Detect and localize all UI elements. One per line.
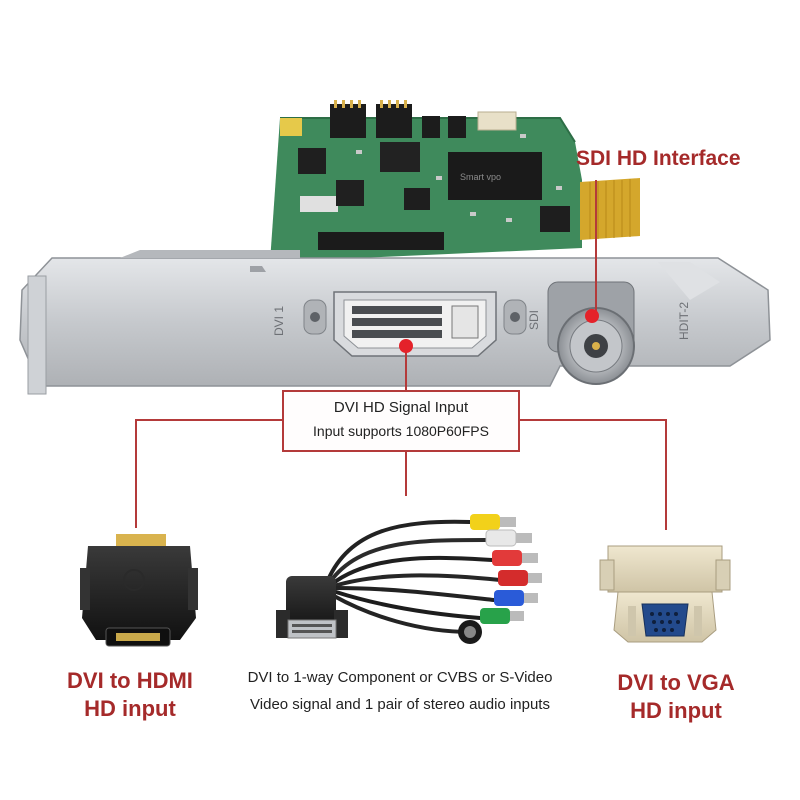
dvi-port xyxy=(303,291,527,357)
chip-marking: Smart vpo xyxy=(460,172,501,182)
callout-lines xyxy=(135,180,667,530)
sdi-interface-label: SDI HD Interface xyxy=(576,147,741,170)
hdmi-adapter-label-line2: HD input xyxy=(84,696,176,721)
red-dot-marker xyxy=(585,309,599,323)
dvi-callout-box: DVI HD Signal Input Input supports 1080P… xyxy=(282,390,520,452)
red-dot-marker xyxy=(399,339,413,353)
vga-adapter-image xyxy=(599,545,731,643)
hdmi-adapter-image xyxy=(80,534,198,647)
capture-chip xyxy=(448,152,542,200)
vga-adapter-label-line2: HD input xyxy=(630,698,722,723)
sdi-bnc-connector xyxy=(547,281,635,385)
bracket-side-marking: HDIT-2 xyxy=(677,302,691,340)
component-cable-image xyxy=(276,514,542,644)
dvi-callout-subtitle: Input supports 1080P60FPS xyxy=(313,423,489,439)
pin-headers xyxy=(330,104,466,138)
dvi-port-marking: DVI 1 xyxy=(272,306,286,336)
sdi-port-marking: SDI xyxy=(527,310,541,330)
rca-plugs xyxy=(458,514,542,644)
component-cable-label-line2: Video signal and 1 pair of stereo audio … xyxy=(250,696,550,713)
dvi-callout-title: DVI HD Signal Input xyxy=(333,399,469,416)
component-cable-label-line1: DVI to 1-way Component or CVBS or S-Vide… xyxy=(247,669,553,686)
hdmi-adapter-label-line1: DVI to HDMI xyxy=(67,668,193,693)
vga-adapter-label-line1: DVI to VGA xyxy=(617,670,735,695)
pcie-card-image: DVI 1 SDI HDIT-2 Smart vpo xyxy=(19,100,771,395)
pcie-gold-fingers xyxy=(580,178,640,240)
